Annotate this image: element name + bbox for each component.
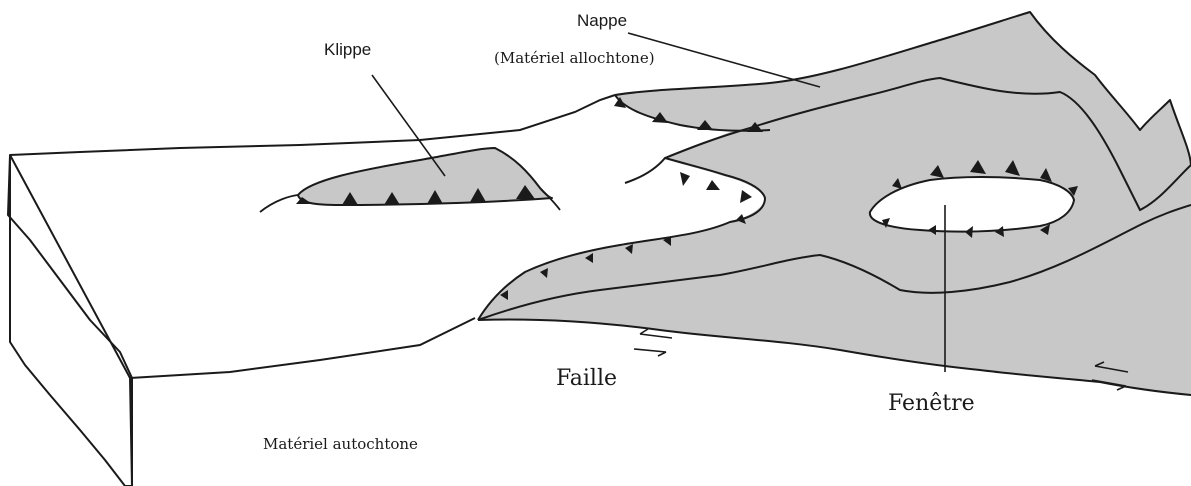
block-left-face	[8, 155, 132, 486]
nappe-label: Nappe	[577, 12, 627, 29]
allochthonous-material-label: (Matériel allochtone)	[494, 51, 655, 66]
fenetre-label: Fenêtre	[888, 393, 975, 415]
faille-label: Faille	[556, 368, 617, 390]
klippe-body	[298, 148, 552, 205]
nappe-pointer-line	[628, 33, 820, 87]
autochthonous-material-label: Matériel autochtone	[263, 437, 418, 452]
block-top-edge	[10, 95, 615, 155]
klippe-label: Klippe	[324, 41, 371, 58]
klippe-pointer-line	[372, 75, 445, 176]
